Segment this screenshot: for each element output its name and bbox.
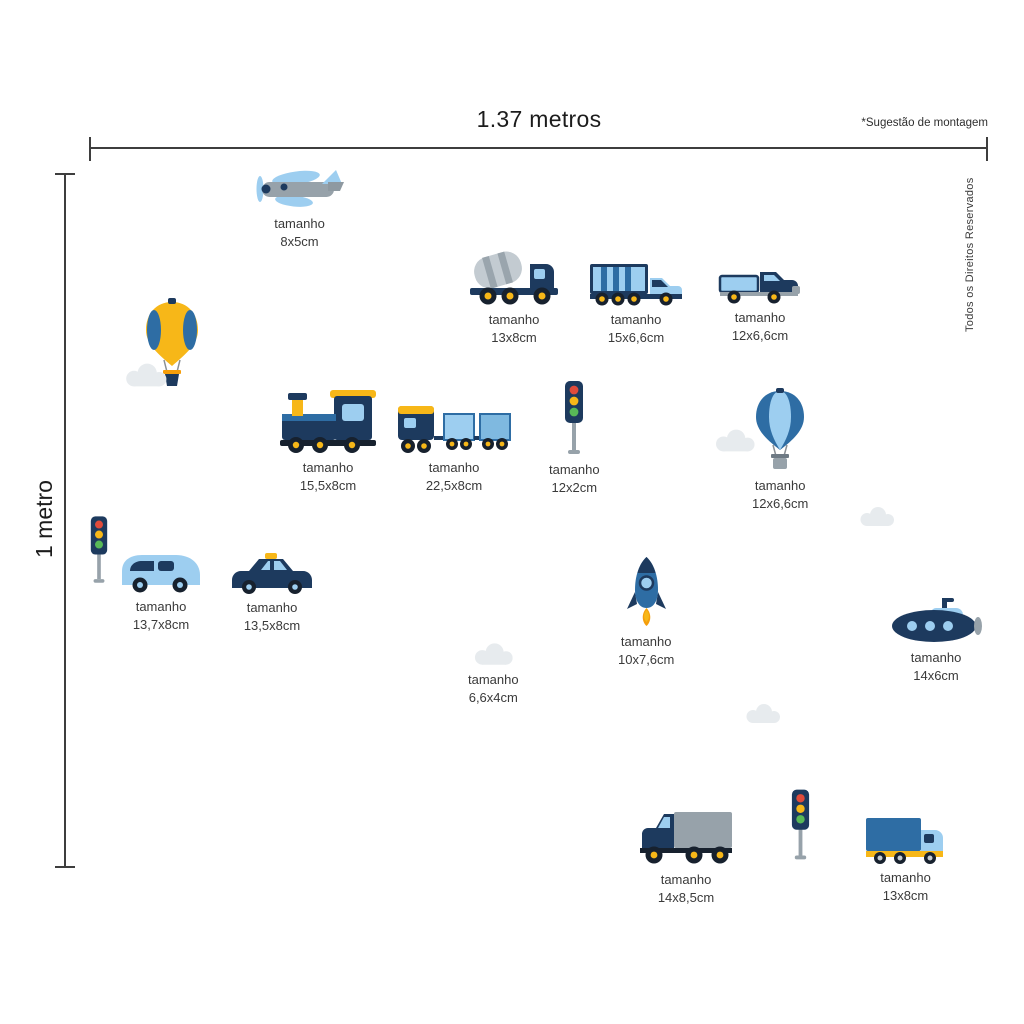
submarine-icon <box>892 598 982 642</box>
traffic-light-bottom-icon <box>791 789 810 860</box>
hot-air-balloon-yellow-icon <box>146 298 198 386</box>
height-measurement-label: 1 metro <box>31 480 57 558</box>
height-measure-line <box>64 174 66 868</box>
cloud-left-icon <box>126 363 167 387</box>
cloud-mid-icon <box>716 429 755 452</box>
cloud-small-right-icon <box>860 507 894 526</box>
mount-suggestion-note: *Sugestão de montagem <box>861 117 988 129</box>
width-measure-tick-left <box>89 137 91 161</box>
delivery-van-icon <box>122 555 200 593</box>
cement-mixer-truck-icon <box>470 251 558 305</box>
cloud-bottom-icon <box>746 704 780 723</box>
cloud-mid-sticker <box>712 428 758 453</box>
cloud-small-right-sticker <box>857 506 897 527</box>
cloud-bottom-sticker <box>743 703 783 724</box>
traffic-light-bottom-sticker <box>790 786 811 864</box>
cloud-left-sticker <box>122 362 170 388</box>
width-measurement-label: 1.37 metros <box>476 106 602 132</box>
traffic-light-small-sticker <box>89 514 109 586</box>
rights-reserved-note: Todos os Direitos Reservados <box>964 177 976 332</box>
cargo-truck-icon <box>640 812 732 864</box>
width-measure-tick-right <box>986 137 988 161</box>
height-measure-tick-bottom <box>55 866 75 868</box>
hot-air-balloon-blue-icon <box>756 388 805 469</box>
airplane-icon <box>256 170 344 207</box>
traffic-light-icon <box>565 381 584 454</box>
traffic-light-small-icon <box>90 516 108 583</box>
cloud-icon <box>474 643 513 665</box>
train-locomotive-icon <box>280 390 376 453</box>
hot-air-balloon-yellow-sticker <box>142 298 202 390</box>
height-measure-tick-top <box>55 173 75 175</box>
rocket-icon <box>626 557 666 626</box>
box-truck-icon <box>866 818 943 864</box>
police-car-icon <box>232 553 312 594</box>
width-measure-line <box>90 147 988 149</box>
pickup-truck-icon <box>718 272 800 304</box>
train-wagons-icon <box>398 406 511 453</box>
dump-truck-icon <box>590 264 682 306</box>
